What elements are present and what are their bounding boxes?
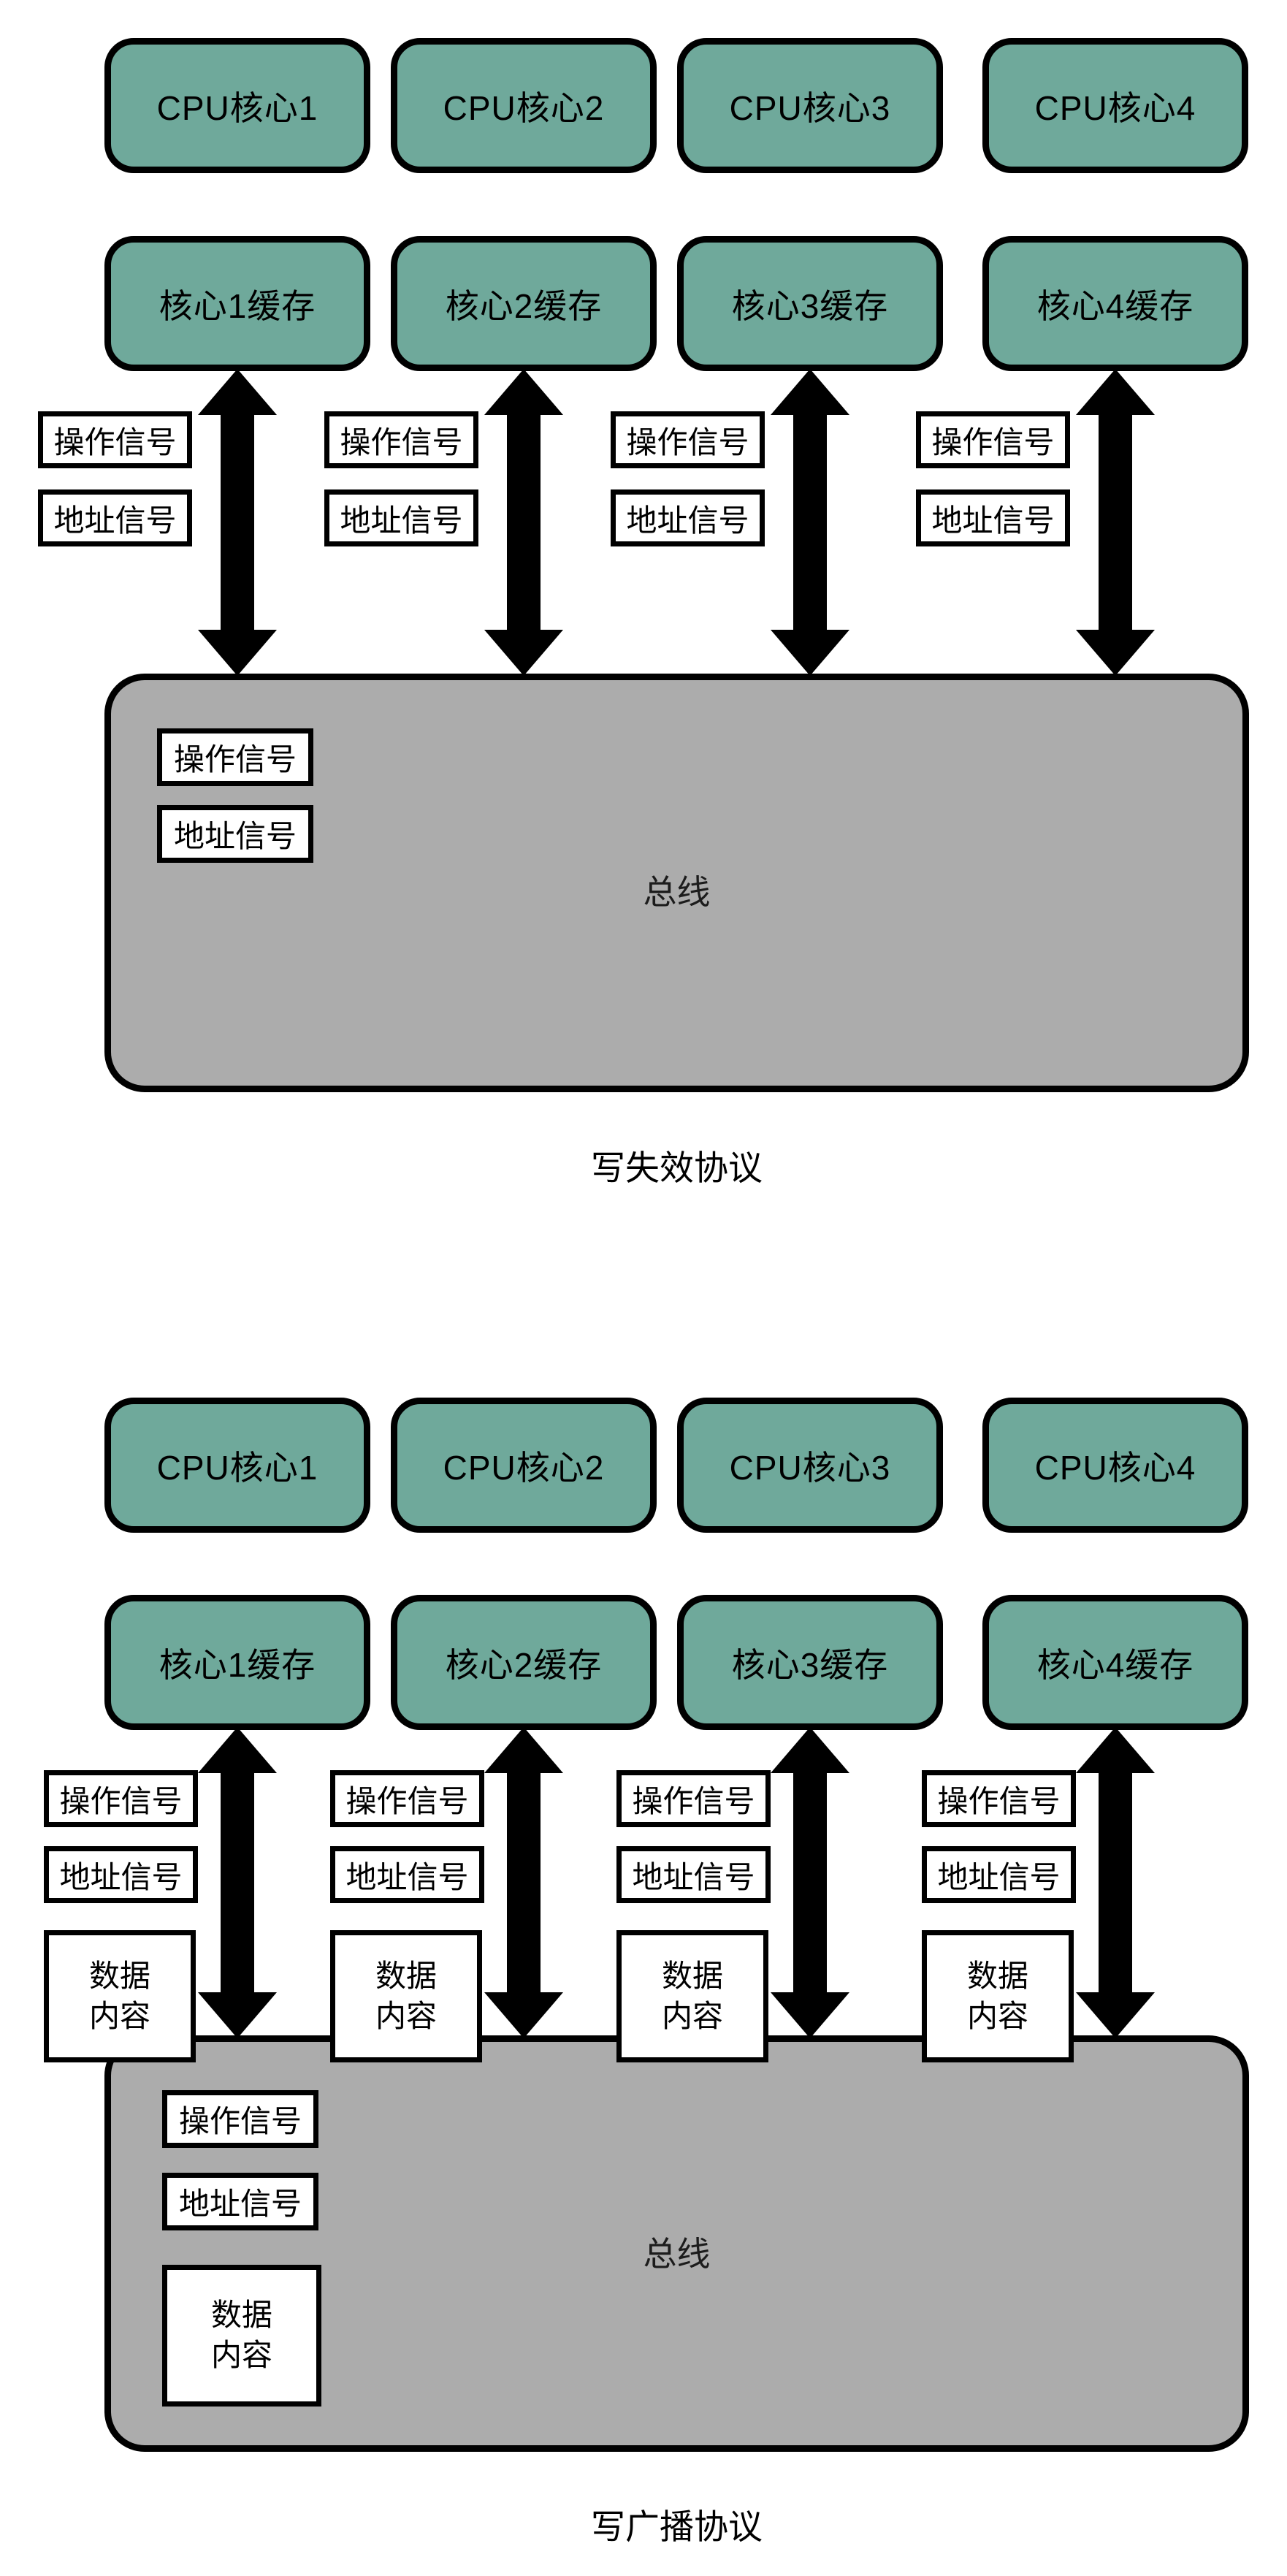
data-content-label: 数据内容 [162, 2265, 321, 2407]
address-signal-label: 地址信号 [616, 1846, 771, 1903]
cpu-core-2-box: CPU核心2 [391, 1398, 657, 1533]
bus-label: 总线 [643, 873, 711, 911]
diagram-caption: 写广播协议 [591, 2507, 763, 2546]
cpu-core-3-box: CPU核心3 [677, 1398, 943, 1533]
double-arrow-icon [771, 369, 849, 676]
cpu-core-2-box: CPU核心2 [391, 38, 657, 173]
operation-signal-label: 操作信号 [324, 411, 478, 468]
address-signal-label: 地址信号 [324, 489, 478, 546]
address-signal-label: 地址信号 [162, 2173, 318, 2230]
cache-2-box: 核心2缓存 [391, 236, 657, 371]
cache-4-box: 核心4缓存 [982, 1595, 1248, 1730]
double-arrow-icon [198, 1727, 277, 2038]
double-arrow-icon [198, 369, 277, 676]
data-content-label: 数据内容 [44, 1930, 196, 2062]
cpu-core-4-box: CPU核心4 [982, 1398, 1248, 1533]
double-arrow-icon [1076, 1727, 1155, 2038]
cpu-core-3-box: CPU核心3 [677, 38, 943, 173]
cache-4-box: 核心4缓存 [982, 236, 1248, 371]
data-content-label: 数据内容 [616, 1930, 768, 2062]
operation-signal-label: 操作信号 [157, 728, 313, 786]
data-content-label: 数据内容 [330, 1930, 482, 2062]
cache-3-box: 核心3缓存 [677, 236, 943, 371]
operation-signal-label: 操作信号 [616, 1770, 771, 1827]
operation-signal-label: 操作信号 [44, 1770, 198, 1827]
bus-label: 总线 [643, 2235, 711, 2273]
data-content-label: 数据内容 [922, 1930, 1074, 2062]
address-signal-label: 地址信号 [157, 805, 313, 863]
cpu-core-4-box: CPU核心4 [982, 38, 1248, 173]
cache-2-box: 核心2缓存 [391, 1595, 657, 1730]
operation-signal-label: 操作信号 [38, 411, 192, 468]
cpu-core-1-box: CPU核心1 [104, 38, 370, 173]
address-signal-label: 地址信号 [922, 1846, 1076, 1903]
diagram-caption: 写失效协议 [591, 1148, 763, 1187]
address-signal-label: 地址信号 [38, 489, 192, 546]
address-signal-label: 地址信号 [44, 1846, 198, 1903]
cache-1-box: 核心1缓存 [104, 1595, 370, 1730]
address-signal-label: 地址信号 [916, 489, 1070, 546]
operation-signal-label: 操作信号 [922, 1770, 1076, 1827]
cpu-core-1-box: CPU核心1 [104, 1398, 370, 1533]
address-signal-label: 地址信号 [611, 489, 765, 546]
address-signal-label: 地址信号 [330, 1846, 484, 1903]
operation-signal-label: 操作信号 [162, 2090, 318, 2148]
cache-1-box: 核心1缓存 [104, 236, 370, 371]
double-arrow-icon [771, 1727, 849, 2038]
cache-3-box: 核心3缓存 [677, 1595, 943, 1730]
operation-signal-label: 操作信号 [916, 411, 1070, 468]
operation-signal-label: 操作信号 [330, 1770, 484, 1827]
operation-signal-label: 操作信号 [611, 411, 765, 468]
double-arrow-icon [484, 1727, 563, 2038]
double-arrow-icon [484, 369, 563, 676]
double-arrow-icon [1076, 369, 1155, 676]
